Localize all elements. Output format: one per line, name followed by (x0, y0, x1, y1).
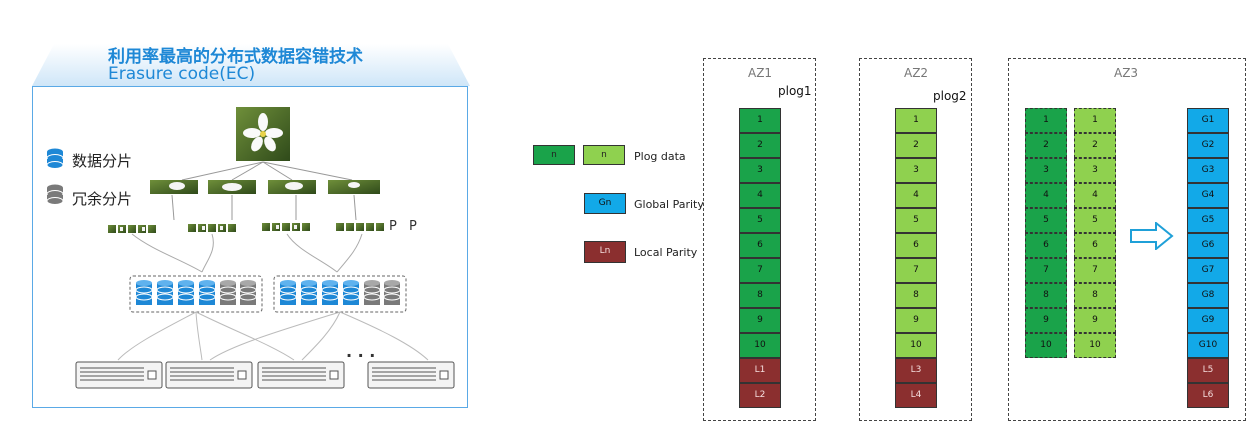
az2-block-9: 9 (895, 308, 937, 333)
az1-block-5: 5 (739, 208, 781, 233)
az3-dark-block-2: 2 (1025, 133, 1067, 158)
az1-block-4: 4 (739, 183, 781, 208)
az3-light-block-8: 8 (1074, 283, 1116, 308)
az1-block-1: 1 (739, 108, 781, 133)
disk-group-2 (273, 275, 407, 313)
az2-block-4: 4 (895, 183, 937, 208)
data-shard-label: 数据分片 (72, 152, 133, 170)
az3-light-block-1: 1 (1074, 108, 1116, 133)
az3-light-block-6: 6 (1074, 233, 1116, 258)
global-parity-label: Global Parity (634, 198, 704, 211)
az3-dark-block-7: 7 (1025, 258, 1067, 283)
local-parity-label: Local Parity (634, 246, 698, 259)
disk-group-1 (129, 275, 263, 313)
az3-global-parity-g3: G3 (1187, 158, 1229, 183)
az2-block-8: 8 (895, 283, 937, 308)
az3-global-parity-g2: G2 (1187, 133, 1229, 158)
az2-block-6: 6 (895, 233, 937, 258)
az2-block-3: 3 (895, 158, 937, 183)
storage-servers (75, 361, 455, 389)
az3-dark-block-10: 10 (1025, 333, 1067, 358)
az1-local-parity-l1: L1 (739, 358, 781, 383)
az3-local-parity-l5: L5 (1187, 358, 1229, 383)
az3-global-parity-g7: G7 (1187, 258, 1229, 283)
az3-global-parity-g8: G8 (1187, 283, 1229, 308)
az1-block-10: 10 (739, 333, 781, 358)
az1-block-7: 7 (739, 258, 781, 283)
az1-plog-label: plog1 (778, 84, 812, 98)
az1-title: AZ1 (748, 66, 773, 80)
title-banner (32, 44, 470, 86)
az1-block-3: 3 (739, 158, 781, 183)
ec-title-english: Erasure code(EC) (108, 64, 256, 84)
az3-group (1008, 58, 1246, 421)
data-shard-disk-icon (46, 148, 64, 169)
az1-block-6: 6 (739, 233, 781, 258)
more-servers-ellipsis: · · · (346, 346, 376, 365)
az2-plog-label: plog2 (933, 89, 967, 103)
az3-dark-block-9: 9 (1025, 308, 1067, 333)
plog-data-swatch-light: n (583, 145, 625, 165)
plog-data-swatch-dark: n (533, 145, 575, 165)
az3-global-parity-g5: G5 (1187, 208, 1229, 233)
ec-title-chinese: 利用率最高的分布式数据容错技术 (108, 47, 363, 67)
parity-shard-label: P P (389, 219, 421, 234)
az3-title: AZ3 (1114, 66, 1139, 80)
az1-local-parity-l2: L2 (739, 383, 781, 408)
az3-local-parity-l6: L6 (1187, 383, 1229, 408)
az3-light-block-7: 7 (1074, 258, 1116, 283)
redundant-shard-disk-icon (46, 184, 64, 205)
az3-dark-block-4: 4 (1025, 183, 1067, 208)
az2-block-7: 7 (895, 258, 937, 283)
az2-local-parity-l3: L3 (895, 358, 937, 383)
az2-block-2: 2 (895, 133, 937, 158)
global-parity-swatch: Gn (584, 193, 626, 214)
az3-dark-block-5: 5 (1025, 208, 1067, 233)
az3-light-block-4: 4 (1074, 183, 1116, 208)
az3-global-parity-g9: G9 (1187, 308, 1229, 333)
right-arrow-icon (1130, 222, 1174, 250)
az3-global-parity-g6: G6 (1187, 233, 1229, 258)
az3-dark-block-1: 1 (1025, 108, 1067, 133)
az2-block-10: 10 (895, 333, 937, 358)
az2-title: AZ2 (904, 66, 929, 80)
az1-block-8: 8 (739, 283, 781, 308)
az3-light-block-2: 2 (1074, 133, 1116, 158)
az3-dark-block-6: 6 (1025, 233, 1067, 258)
az2-block-1: 1 (895, 108, 937, 133)
az3-dark-block-8: 8 (1025, 283, 1067, 308)
az3-light-block-9: 9 (1074, 308, 1116, 333)
ec-diagram-frame (32, 86, 468, 408)
local-parity-swatch: Ln (584, 241, 626, 263)
az3-light-block-3: 3 (1074, 158, 1116, 183)
shard-pieces (108, 223, 384, 233)
az3-dark-block-3: 3 (1025, 158, 1067, 183)
az3-global-parity-g4: G4 (1187, 183, 1229, 208)
az3-light-block-5: 5 (1074, 208, 1116, 233)
az3-global-parity-g1: G1 (1187, 108, 1229, 133)
plog-data-label: Plog data (634, 150, 686, 163)
az2-block-5: 5 (895, 208, 937, 233)
redundant-shard-label: 冗余分片 (72, 190, 133, 208)
az2-local-parity-l4: L4 (895, 383, 937, 408)
image-strips (150, 180, 380, 194)
ec-flow-graphic (75, 107, 455, 389)
az3-light-block-10: 10 (1074, 333, 1116, 358)
az3-global-parity-g10: G10 (1187, 333, 1229, 358)
az1-block-2: 2 (739, 133, 781, 158)
disk-stacks (135, 280, 401, 305)
source-flower-image (236, 107, 290, 161)
az1-block-9: 9 (739, 308, 781, 333)
az1-group (703, 58, 816, 421)
az2-group (859, 58, 972, 421)
